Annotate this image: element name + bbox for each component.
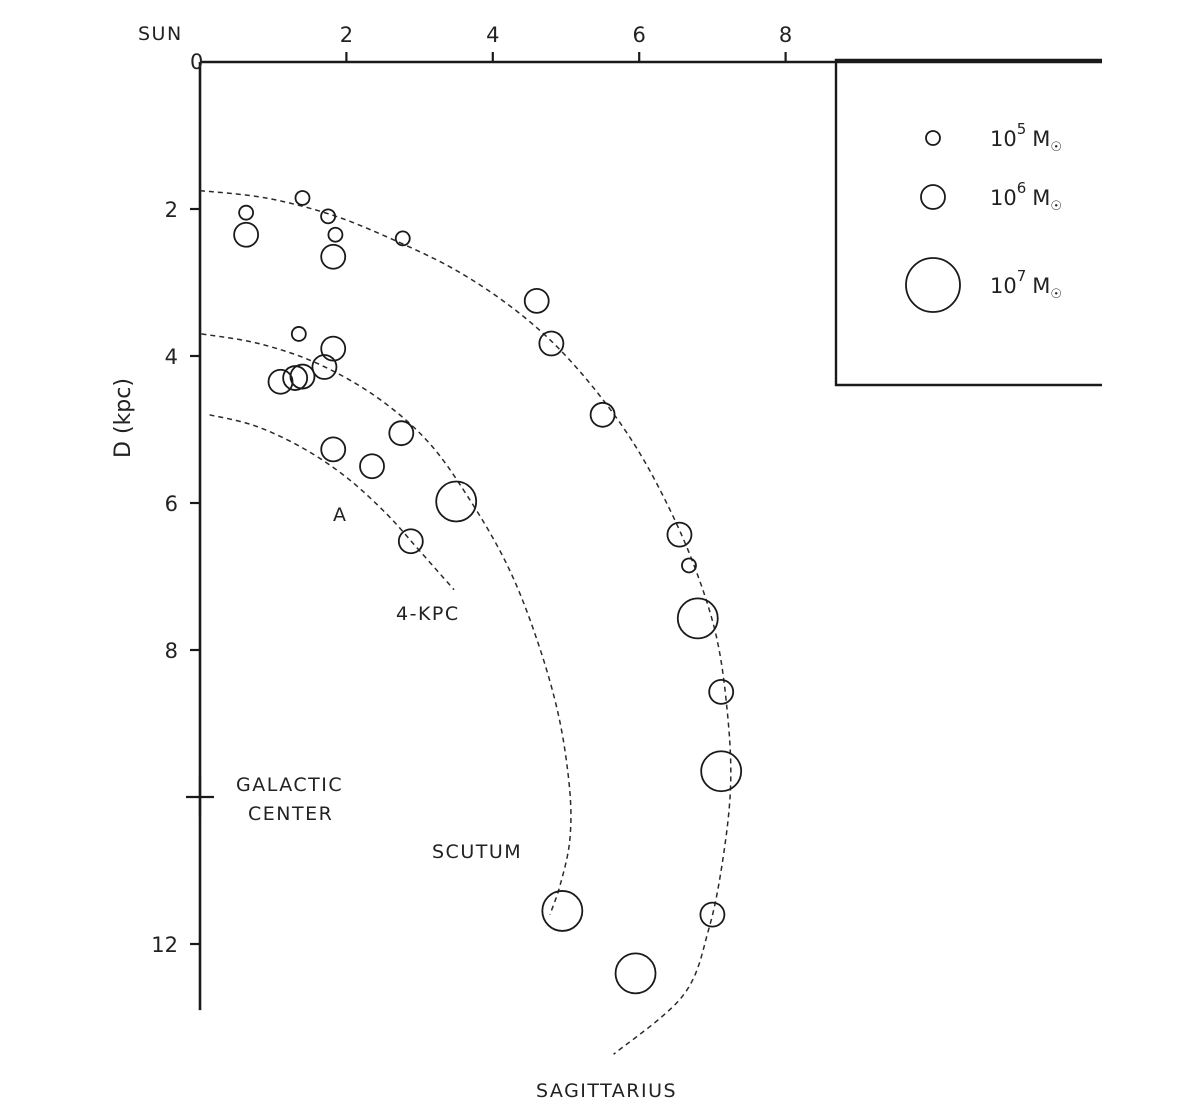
arm-curve-0	[209, 414, 455, 591]
cloud-point	[320, 335, 347, 362]
cloud-point	[394, 230, 411, 247]
galactic-center-label-line1: GALACTIC	[236, 774, 343, 796]
cloud-point	[700, 750, 743, 793]
y-axis-title: D (kpc)	[111, 378, 136, 458]
x-tick-label-origin: 0	[190, 50, 203, 74]
arm-label-a: A	[333, 504, 348, 526]
cloud-point	[397, 528, 424, 555]
y-tick-label-6: 6	[165, 492, 178, 516]
x-tick-label-8: 8	[779, 23, 792, 47]
axes: 2 4 6 8 2 4 6 8 12	[151, 23, 1102, 1011]
cloud-point	[676, 597, 719, 640]
cloud-point	[538, 330, 565, 357]
cloud-point	[311, 354, 338, 380]
cloud-point	[589, 401, 616, 428]
arm-label-4kpc: 4-KPC	[396, 603, 460, 625]
cloud-point	[666, 521, 693, 548]
y-tick-label-12: 12	[151, 933, 178, 957]
arm-curve-1	[201, 333, 572, 915]
x-tick-label-2: 2	[340, 23, 353, 47]
cloud-point	[267, 368, 294, 395]
cloud-point	[320, 436, 347, 463]
legend-marker-6	[920, 184, 946, 210]
cloud-point	[388, 420, 415, 447]
x-tick-label-4: 4	[486, 23, 499, 47]
y-tick-label-8: 8	[165, 639, 178, 663]
legend-box	[834, 58, 1102, 387]
cloud-point	[523, 287, 550, 314]
cloud-point	[238, 204, 255, 221]
spiral-arms	[199, 189, 732, 1055]
legend-marker-5	[925, 130, 941, 146]
cloud-point	[614, 952, 657, 995]
cloud-point	[327, 226, 344, 243]
cloud-point	[699, 901, 726, 928]
cloud-markers	[233, 190, 743, 995]
arm-label-scutum: SCUTUM	[432, 841, 522, 863]
cloud-point	[320, 208, 337, 225]
y-axis-ticks: 2 4 6 8 12	[151, 198, 200, 957]
cloud-point	[359, 453, 385, 480]
cloud-point	[708, 678, 735, 705]
cloud-point	[681, 557, 697, 574]
legend-marker-7	[905, 257, 961, 313]
cloud-point	[320, 243, 347, 270]
cloud-point	[290, 326, 307, 342]
arm-curve-2	[199, 189, 732, 1055]
cloud-point	[233, 221, 260, 248]
cloud-point	[435, 480, 478, 523]
galactic-center-marker	[186, 777, 214, 817]
origin-sun-label: SUN	[138, 23, 183, 45]
galactic-center-label-line2: CENTER	[248, 803, 333, 825]
cloud-point	[294, 190, 311, 206]
x-axis-ticks: 2 4 6 8	[340, 23, 792, 62]
y-tick-label-2: 2	[165, 198, 178, 222]
x-tick-label-6: 6	[633, 23, 646, 47]
arm-label-sagittarius: SAGITTARIUS	[536, 1080, 677, 1102]
cloud-point	[541, 890, 584, 932]
cloud-point	[289, 363, 316, 390]
y-tick-label-4: 4	[165, 345, 178, 369]
